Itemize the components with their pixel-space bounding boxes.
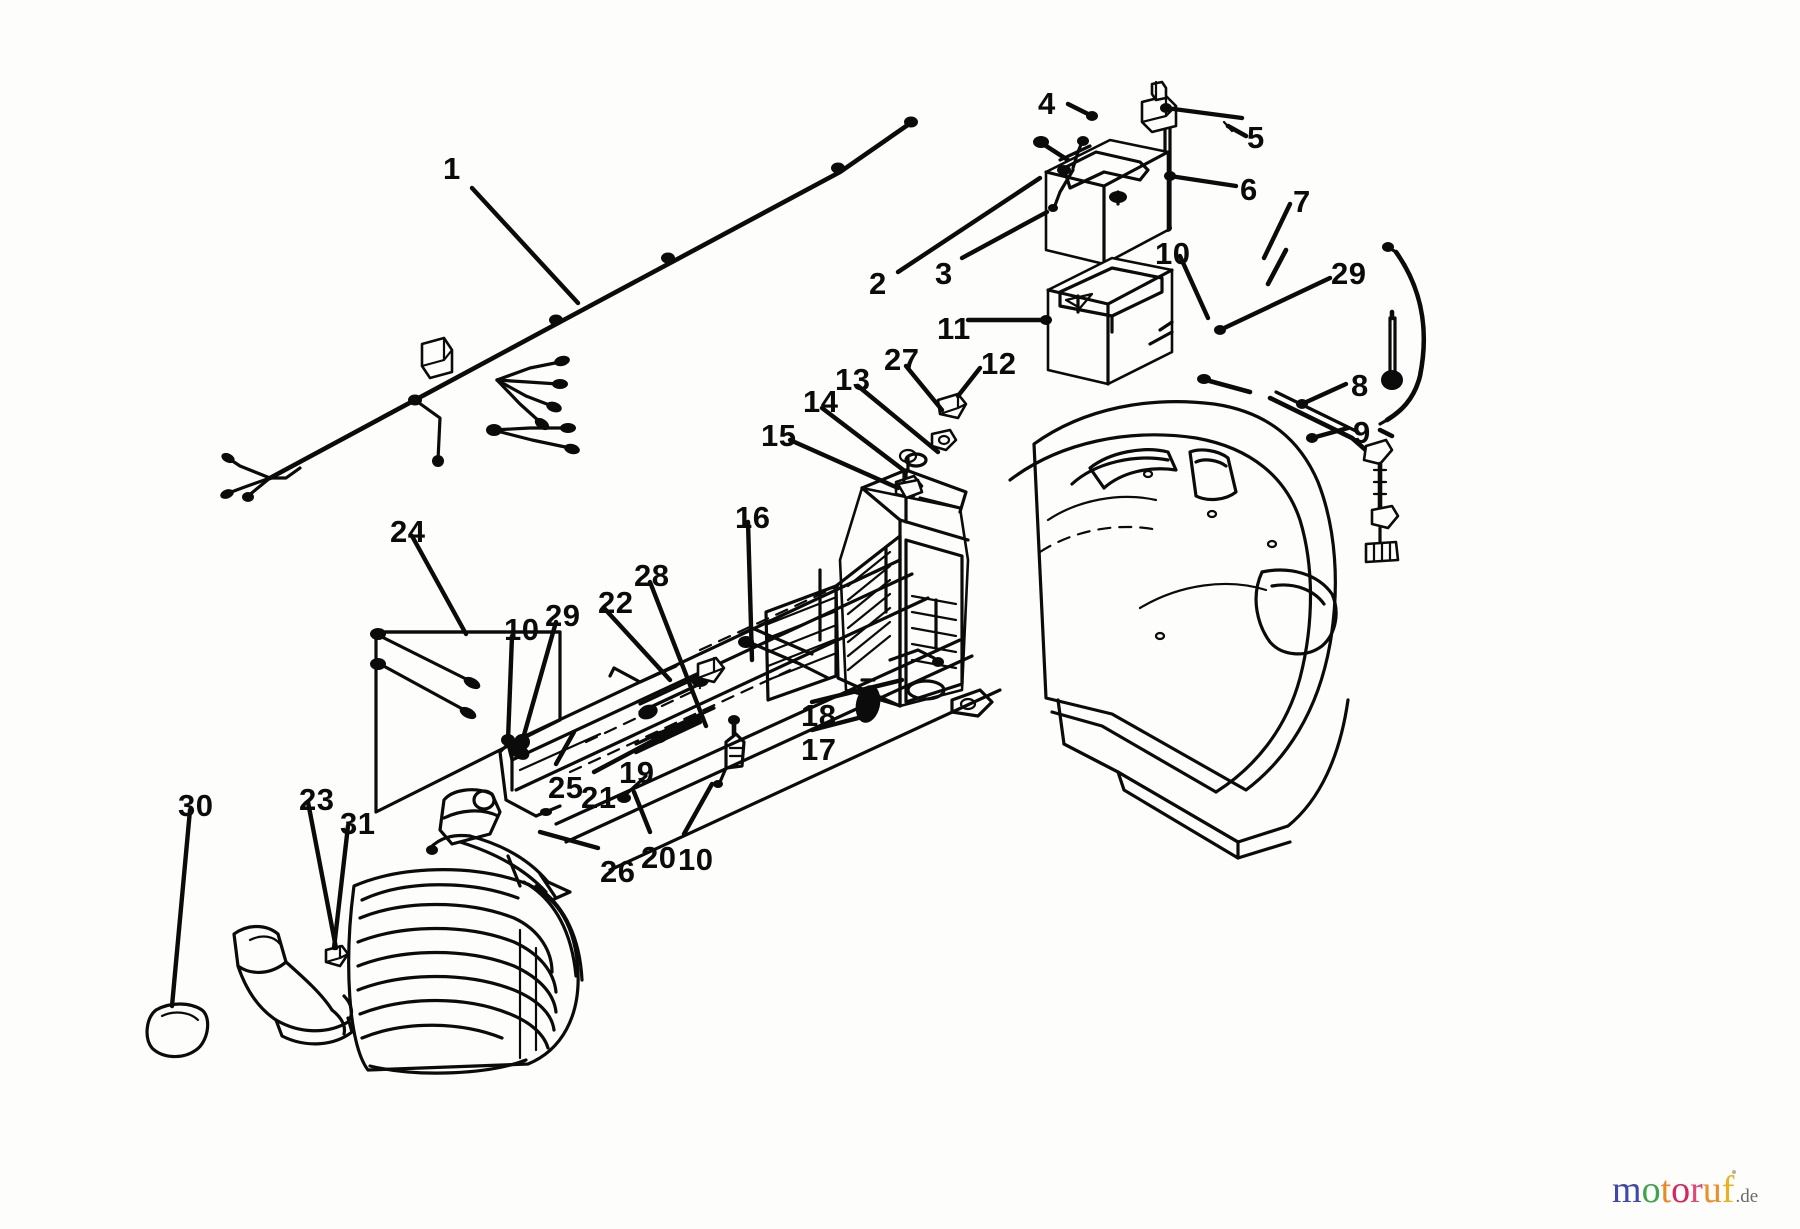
frame-rail-assembly [498,546,1002,872]
stud-part-10 [1377,309,1403,439]
watermark-letter: f [1721,1169,1735,1211]
callout-26: 26 [600,854,636,889]
callout-31: 31 [340,806,376,841]
callout-28: 28 [634,558,670,593]
callout-10b: 10 [504,612,540,647]
battery-part-6 [1044,136,1170,266]
callout-20: 20 [641,840,677,875]
cap-part-30 [145,1002,210,1059]
callout-8: 8 [1351,368,1369,403]
watermark-letter: m [1612,1169,1642,1211]
callout-2: 2 [869,266,887,301]
callout-30: 30 [178,788,214,823]
battery-cable-part-8 [1197,374,1400,564]
callout-27: 27 [884,342,920,377]
bumper-part-23 [232,924,354,1046]
callout-11: 11 [937,311,971,346]
bolt-part-4 [1222,120,1249,139]
leader-arrow-tips [501,103,1318,750]
callout-19: 19 [619,755,655,790]
wire-harness-part-1 [220,116,918,502]
callout-3: 3 [935,256,953,291]
watermark-letter: r [1690,1169,1703,1211]
watermark-letter: t [1660,1169,1672,1211]
callout-6: 6 [1240,172,1258,207]
callout-22: 22 [598,585,634,620]
watermark-dot-icon [1732,1170,1736,1174]
battery-tray-part-11 [1046,256,1174,386]
callout-23: 23 [299,782,335,817]
callout-15: 15 [761,418,797,453]
callout-9: 9 [1353,415,1371,450]
watermark-letter: o [1671,1169,1691,1211]
callout-10: 10 [1155,236,1191,271]
callout-25: 25 [548,770,584,805]
motoruf-watermark: motoruf.de [1612,1168,1758,1212]
callout-12: 12 [981,346,1017,381]
watermark-tld: .de [1735,1186,1759,1207]
watermark-letter: o [1641,1169,1661,1211]
hood-assembly [1008,400,1350,860]
holddown-cable-part-7 [1265,242,1427,426]
callout-29: 29 [1331,256,1367,291]
callout-29b: 29 [545,598,581,633]
callout-14: 14 [803,384,839,419]
grille-part-31 [347,868,584,1075]
callout-21: 21 [581,780,617,815]
callout-1: 1 [443,151,461,186]
callout-7: 7 [1293,184,1311,219]
callout-16: 16 [735,500,771,535]
callout-5: 5 [1247,120,1265,155]
callout-18: 18 [801,698,837,733]
callout-4: 4 [1038,86,1056,121]
callout-13: 13 [835,362,871,397]
callout-24: 24 [390,514,426,549]
callout-17: 17 [801,732,837,767]
watermark-letter: u [1702,1169,1722,1211]
leader-lines [169,101,1351,1009]
callout-10c: 10 [678,842,714,877]
